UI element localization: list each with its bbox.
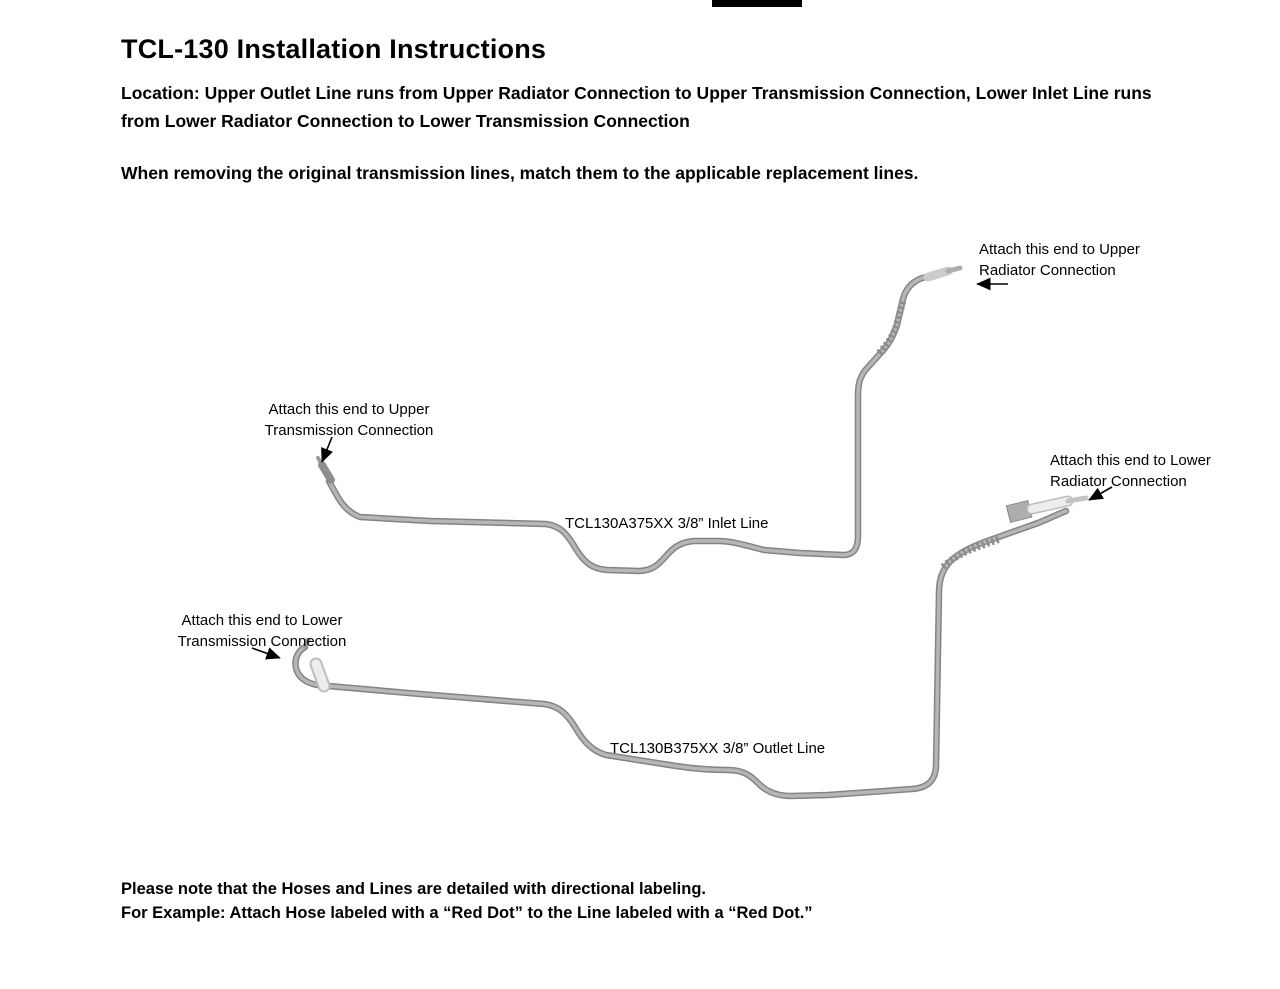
page-title: TCL-130 Installation Instructions — [121, 34, 547, 64]
callout-line: Attach this end to Upper — [268, 401, 430, 418]
upper-transmission-callout: Attach this end to Upper Transmission Co… — [256, 399, 442, 441]
top-crop-artifact — [712, 0, 802, 7]
callout-line: Attach this end to Lower — [181, 612, 343, 629]
footer-line-1: Please note that the Hoses and Lines are… — [121, 880, 706, 898]
footer-note: Please note that the Hoses and Lines are… — [121, 877, 813, 925]
upper-radiator-fitting-tip — [945, 265, 963, 274]
lower-transmission-callout: Attach this end to Lower Transmission Co… — [170, 610, 354, 652]
outlet-line-label: TCL130B375XX 3/8” Outlet Line — [610, 740, 826, 757]
header: TCL-130 Installation Instructions Locati… — [121, 34, 1206, 184]
upper-transmission-arrow — [321, 436, 333, 463]
callout-line: Transmission Connection — [264, 422, 434, 439]
callout-line: Radiator Connection — [1050, 473, 1187, 490]
lower-radiator-callout: Attach this end to Lower Radiator Connec… — [1050, 450, 1211, 492]
inlet-tube — [327, 272, 942, 573]
lower-radiator-arrow — [1088, 486, 1113, 501]
lower-transmission-fitting-tip — [302, 637, 311, 649]
upper-radiator-callout: Attach this end to Upper Radiator Connec… — [979, 239, 1140, 281]
lower-transmission-clip — [311, 659, 329, 691]
footer-line-2: For Example: Attach Hose labeled with a … — [121, 904, 813, 922]
inlet-line-label: TCL130A375XX 3/8” Inlet Line — [565, 515, 769, 532]
location-text: Location: Upper Outlet Line runs from Up… — [121, 83, 1152, 131]
upper-transmission-fitting — [318, 461, 335, 484]
callout-line: Attach this end to Lower — [1050, 452, 1211, 469]
lower-radiator-fitting-tip — [1065, 495, 1089, 504]
matching-instruction-text: When removing the original transmission … — [121, 163, 919, 183]
lower-radiator-fitting — [1028, 497, 1072, 513]
callout-line: Attach this end to Upper — [979, 241, 1140, 258]
callout-line: Transmission Connection — [177, 633, 347, 650]
lower-transmission-arrow — [251, 647, 281, 660]
callout-line: Radiator Connection — [979, 262, 1116, 279]
upper-radiator-fitting — [923, 266, 953, 282]
